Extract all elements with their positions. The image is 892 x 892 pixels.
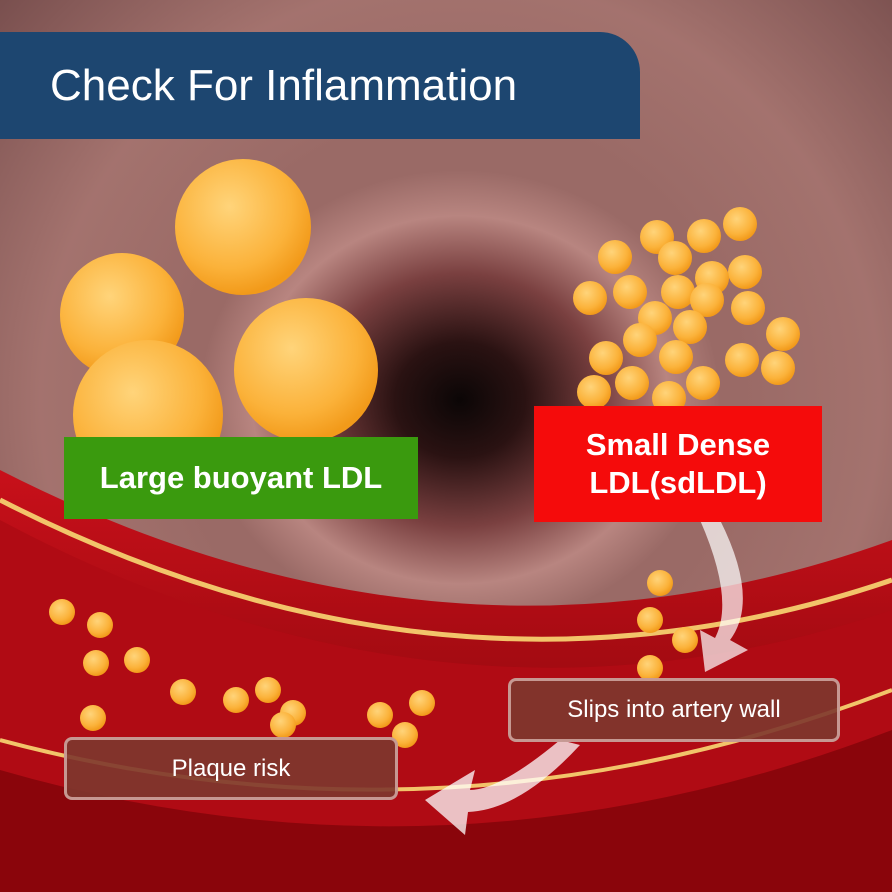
small-ldl-particle xyxy=(223,687,249,713)
large-ldl-particle xyxy=(175,159,311,295)
small-ldl-particle xyxy=(637,607,663,633)
small-ldl-line1: Small Dense xyxy=(585,427,771,462)
small-dense-ldl-label: Small Dense LDL(sdLDL) xyxy=(534,406,822,522)
small-ldl-particle xyxy=(723,207,757,241)
large-ldl-particles xyxy=(60,159,378,490)
small-ldl-particle xyxy=(686,366,720,400)
small-ldl-particle xyxy=(598,240,632,274)
small-ldl-particle xyxy=(409,690,435,716)
small-ldl-particle xyxy=(49,599,75,625)
arrow-down-icon xyxy=(700,520,748,672)
small-ldl-particle xyxy=(367,702,393,728)
small-ldl-particle xyxy=(690,283,724,317)
plaque-risk-note: Plaque risk xyxy=(64,737,398,800)
small-ldl-particle xyxy=(80,705,106,731)
small-ldl-particle xyxy=(728,255,762,289)
artery-wall-outer-layer xyxy=(0,730,892,892)
small-ldl-particle xyxy=(647,570,673,596)
large-buoyant-ldl-label: Large buoyant LDL xyxy=(64,437,418,519)
small-ldl-particle xyxy=(87,612,113,638)
arrow-left-icon xyxy=(425,740,580,835)
small-ldl-particle xyxy=(687,219,721,253)
small-ldl-particle xyxy=(725,343,759,377)
small-ldl-particle xyxy=(392,722,418,748)
small-ldl-particle xyxy=(170,679,196,705)
small-ldl-particle xyxy=(124,647,150,673)
small-ldl-particle xyxy=(577,375,611,409)
small-ldl-particle xyxy=(613,275,647,309)
small-ldl-particle xyxy=(255,677,281,703)
small-ldl-particle xyxy=(637,655,663,681)
small-ldl-particle xyxy=(731,291,765,325)
small-ldl-particle xyxy=(672,627,698,653)
small-ldl-particle xyxy=(761,351,795,385)
large-ldl-particle xyxy=(234,298,378,442)
slips-into-artery-wall-note: Slips into artery wall xyxy=(508,678,840,742)
small-ldl-particle xyxy=(661,275,695,309)
artery-wall-yellow-line xyxy=(0,497,892,642)
small-ldl-particle xyxy=(658,241,692,275)
page-title: Check For Inflammation xyxy=(0,32,640,139)
small-ldl-particle xyxy=(83,650,109,676)
small-ldl-particle xyxy=(659,340,693,374)
small-ldl-particle xyxy=(673,310,707,344)
small-ldl-particle xyxy=(270,712,296,738)
small-ldl-particle xyxy=(589,341,623,375)
small-ldl-particle xyxy=(766,317,800,351)
small-ldl-line2: LDL(sdLDL) xyxy=(589,465,767,500)
small-ldl-particle xyxy=(623,323,657,357)
small-ldl-particle xyxy=(573,281,607,315)
small-dense-ldl-particles xyxy=(49,207,800,748)
small-ldl-particle xyxy=(615,366,649,400)
